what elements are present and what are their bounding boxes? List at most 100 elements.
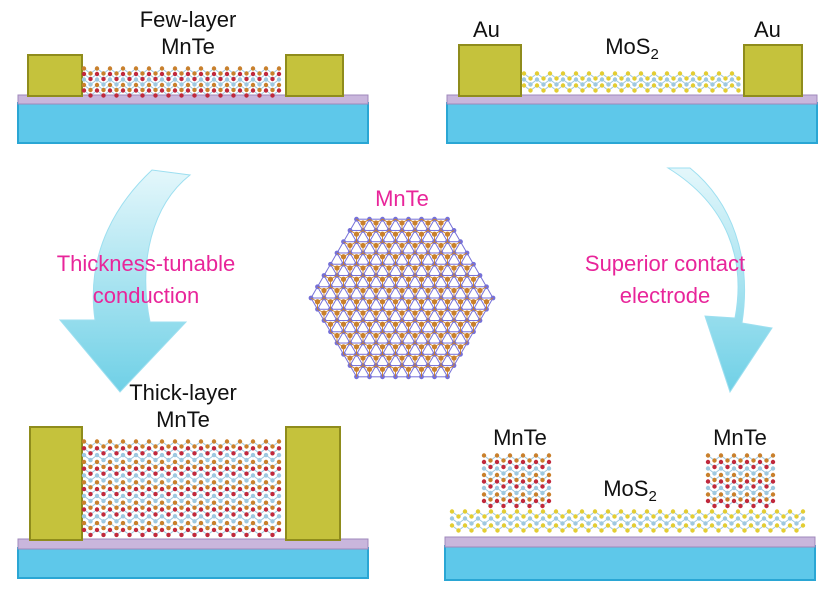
te-atom	[457, 344, 464, 350]
atom	[554, 82, 559, 87]
atom	[533, 459, 539, 465]
atom	[263, 486, 269, 492]
atom	[140, 444, 145, 449]
atom	[153, 532, 158, 538]
te-atom	[477, 287, 483, 294]
atom	[166, 93, 171, 98]
atom	[723, 76, 728, 81]
atom	[507, 453, 513, 458]
atom	[710, 82, 715, 87]
atom	[764, 458, 769, 463]
atom	[166, 525, 171, 531]
atom	[88, 525, 93, 531]
atom	[533, 485, 539, 491]
atom	[263, 439, 269, 444]
atom	[520, 466, 526, 471]
atom	[527, 477, 532, 483]
te-atom	[431, 299, 438, 305]
atom	[553, 509, 559, 514]
atom	[205, 498, 210, 504]
atom	[127, 485, 132, 490]
atom	[218, 485, 223, 490]
te-atom	[347, 355, 353, 361]
te-atom	[438, 265, 444, 271]
atom	[205, 478, 210, 483]
atom	[133, 77, 139, 82]
atom	[580, 88, 585, 93]
atom	[718, 453, 724, 458]
te-atom	[334, 287, 340, 294]
atom	[140, 512, 145, 517]
atom	[81, 473, 87, 478]
atom	[205, 491, 210, 497]
te-atom	[444, 254, 451, 260]
atom	[159, 77, 165, 82]
atom	[712, 497, 717, 502]
atom	[101, 498, 106, 504]
atom	[757, 492, 763, 497]
atom	[736, 88, 741, 93]
te-atom	[379, 344, 386, 350]
atom	[185, 507, 191, 512]
atom	[257, 491, 262, 497]
atom	[192, 93, 197, 98]
atom	[738, 497, 743, 502]
atom	[81, 452, 87, 458]
atom	[534, 83, 540, 88]
atom	[501, 523, 507, 528]
atom	[179, 512, 184, 517]
atom	[127, 87, 132, 93]
atom	[586, 521, 591, 526]
te-atom	[366, 299, 373, 305]
te-atom	[412, 355, 418, 361]
atom	[725, 464, 730, 470]
atom	[263, 507, 269, 512]
atom	[501, 477, 506, 483]
atom	[107, 77, 113, 82]
atom	[270, 505, 275, 510]
substrate	[444, 545, 816, 581]
atom	[205, 457, 210, 463]
atom	[231, 471, 236, 476]
te-atom	[347, 287, 353, 294]
te-atom	[431, 231, 438, 237]
atom	[690, 83, 696, 88]
atom	[218, 505, 223, 510]
atom	[250, 82, 256, 88]
atom	[553, 523, 559, 528]
atom	[153, 519, 158, 524]
atom	[153, 464, 158, 470]
atom	[127, 512, 132, 517]
atom	[159, 480, 165, 485]
atom	[534, 514, 539, 519]
te-atom	[360, 355, 366, 361]
atom	[599, 71, 605, 76]
atom	[127, 532, 132, 538]
atom	[114, 485, 119, 490]
atom	[270, 76, 275, 82]
atom	[722, 516, 728, 521]
atom	[172, 486, 178, 492]
atom	[533, 492, 539, 497]
atom	[114, 76, 119, 82]
atom	[179, 87, 184, 93]
te-atom	[360, 242, 366, 249]
atom	[205, 71, 210, 76]
atom	[166, 532, 171, 538]
atom	[664, 521, 669, 526]
atom	[120, 66, 126, 71]
atom	[770, 472, 776, 478]
atom	[146, 527, 152, 533]
atom	[488, 471, 493, 476]
atom	[725, 497, 730, 502]
atom	[731, 498, 737, 504]
atom	[638, 83, 644, 88]
atom	[250, 514, 256, 519]
atom	[88, 457, 93, 463]
atom	[527, 516, 533, 521]
atom	[508, 521, 513, 526]
electrode-left	[27, 54, 83, 97]
atom	[107, 66, 113, 71]
few-layer-label: Few-layer	[140, 7, 237, 32]
atom	[88, 87, 93, 93]
